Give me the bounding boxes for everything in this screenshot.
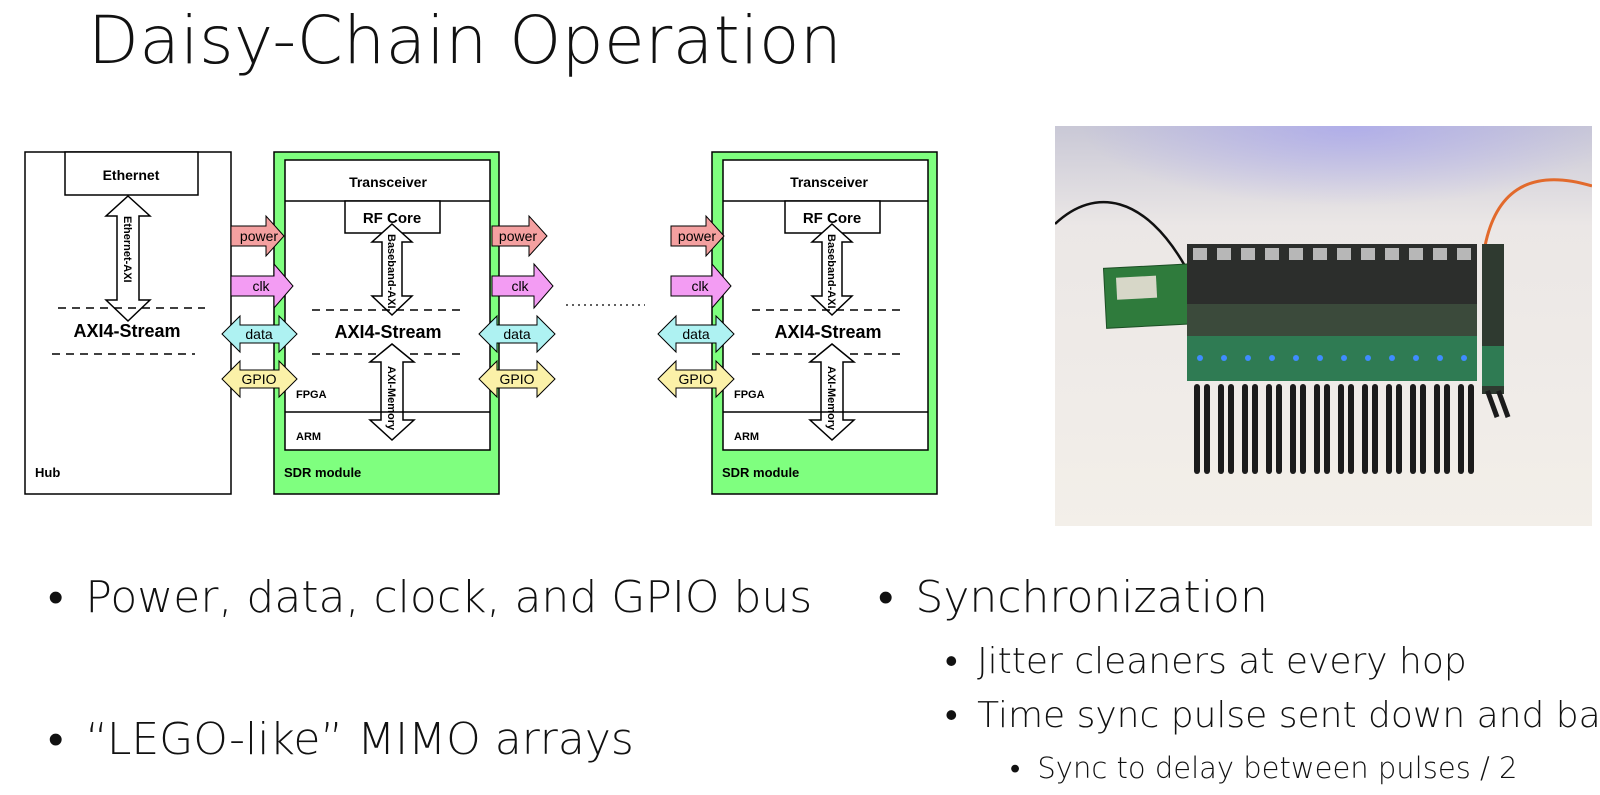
bullet-dot-icon: • [1010, 751, 1021, 785]
rf-core-label: RF Core [803, 210, 861, 227]
gpio-label: GPIO [678, 371, 713, 387]
bullet-dot-icon: • [945, 695, 958, 736]
bullet-text: Power, data, clock, and GPIO bus [85, 572, 813, 623]
transceiver-label: Transceiver [790, 174, 868, 190]
clk-arrow [670, 262, 732, 310]
baseband-axi-arrow [370, 222, 414, 317]
sdr-module-2: Transceiver RF Core Baseband-AXI AXI4-St… [711, 151, 938, 495]
fpga-label: FPGA [296, 389, 327, 401]
baseband-axi-label: Baseband-AXI [385, 234, 397, 309]
gpio-arrow [221, 359, 298, 399]
module-stream-label: AXI4-Stream [334, 322, 441, 342]
bullet-text: Synchronization [915, 572, 1268, 623]
gpio-label: GPIO [241, 371, 276, 387]
bullet-dot-icon: • [48, 714, 64, 765]
data-label: data [245, 326, 272, 342]
baseband-axi-arrow [810, 222, 854, 317]
bullet-item: • Power, data, clock, and GPIO bus [48, 572, 812, 623]
data-arrow [221, 314, 298, 354]
clk-label: clk [252, 278, 270, 294]
sub-sub-bullet-item: • Sync to delay between pulses / 2 [1010, 751, 1517, 786]
power-arrow [491, 214, 548, 258]
data-label: data [682, 326, 709, 342]
data-label: data [503, 326, 530, 342]
bullet-item: • Synchronization [878, 572, 1268, 623]
power-arrow [230, 214, 285, 258]
axi-memory-label: AXI-Memory [825, 366, 837, 431]
arm-label: ARM [734, 431, 759, 443]
bullet-dot-icon: • [878, 572, 894, 623]
data-arrow [478, 314, 556, 354]
axi-memory-arrow [367, 343, 417, 442]
hub-block: Ethernet Ethernet-AXI AXI4-Stream Hub [24, 151, 232, 495]
sub-sub-bullet-text: Sync to delay between pulses / 2 [1037, 751, 1518, 785]
ethernet-axi-arrow [104, 194, 152, 323]
bullet-item: • “LEGO-like” MIMO arrays [48, 714, 634, 765]
axi-memory-arrow [807, 343, 857, 442]
hub-ethernet-label: Ethernet [103, 167, 160, 183]
sdr-module-label: SDR module [284, 465, 361, 480]
fpga-label: FPGA [734, 389, 765, 401]
bullet-dot-icon: • [945, 641, 958, 682]
clk-label: clk [691, 278, 709, 294]
sub-bullet-item: • Time sync pulse sent down and back [945, 694, 1600, 736]
clk-arrow [491, 262, 554, 310]
sdr-array-photo [1055, 126, 1592, 526]
power-label: power [240, 228, 278, 244]
gpio-arrow [478, 359, 556, 399]
bus-module-out: power clk data GPIO [478, 214, 556, 399]
sdr-module-1: Transceiver RF Core Baseband-AXI AXI4-St… [273, 151, 500, 495]
baseband-axi-label: Baseband-AXI [825, 234, 837, 309]
rf-core-label: RF Core [363, 210, 421, 227]
clk-label: clk [511, 278, 529, 294]
bus-into-module-2: power clk data GPIO [657, 214, 735, 399]
data-arrow [657, 314, 735, 354]
bullet-text: “LEGO-like” MIMO arrays [85, 714, 634, 765]
axi-memory-label: AXI-Memory [385, 366, 397, 431]
bullet-dot-icon: • [48, 572, 64, 623]
bus-hub-to-module: power clk data GPIO [221, 214, 298, 399]
clk-arrow [230, 262, 294, 310]
gpio-arrow [657, 359, 735, 399]
hub-label: Hub [35, 465, 60, 480]
module-stream-label: AXI4-Stream [774, 322, 881, 342]
sdr-module-label: SDR module [722, 465, 799, 480]
ethernet-axi-label: Ethernet-AXI [121, 216, 133, 283]
sub-bullet-item: • Jitter cleaners at every hop [945, 640, 1467, 682]
sub-bullet-text: Time sync pulse sent down and back [977, 695, 1600, 736]
gpio-label: GPIO [499, 371, 534, 387]
arm-label: ARM [296, 431, 321, 443]
slide-title: Daisy-Chain Operation [88, 2, 843, 79]
sub-bullet-text: Jitter cleaners at every hop [977, 641, 1467, 682]
daisy-chain-diagram: .lbl { font-family:"Liberation Sans", sa… [24, 151, 938, 495]
power-label: power [499, 228, 537, 244]
hardware-photo [1055, 126, 1592, 526]
hub-stream-label: AXI4-Stream [73, 321, 180, 341]
power-label: power [678, 228, 716, 244]
transceiver-label: Transceiver [349, 174, 427, 190]
power-arrow [670, 214, 725, 258]
